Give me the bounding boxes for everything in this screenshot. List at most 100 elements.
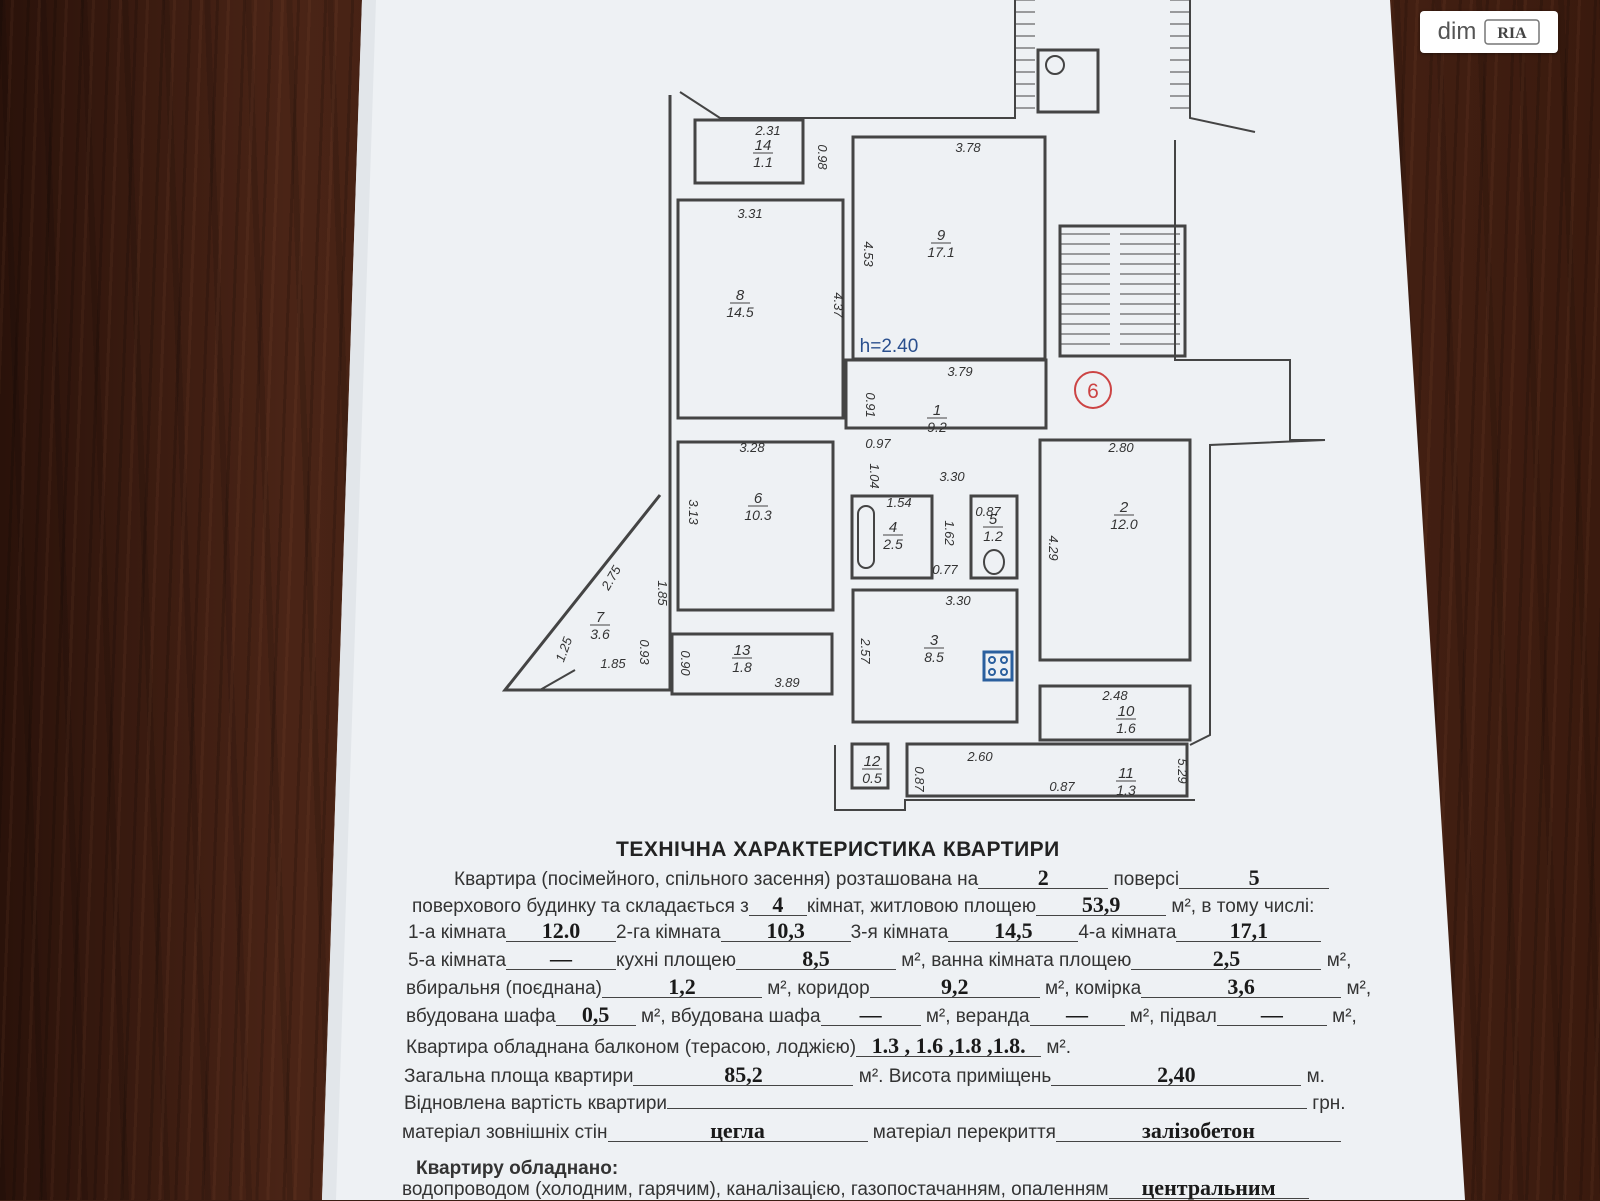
form-label: вбудована шафа — [406, 1006, 556, 1027]
room-area: 17.1 — [927, 244, 954, 260]
form-label: поверхового будинку та складається з — [412, 896, 749, 917]
room-number: 7 — [596, 609, 605, 626]
dimension-label: 3.79 — [947, 364, 972, 379]
dimension-label: 3.78 — [955, 140, 981, 155]
stair-number: 6 — [1087, 380, 1099, 403]
room-number: 10 — [1118, 703, 1135, 720]
form-value: 1.3 , 1.6 ,1.8 ,1.8. — [856, 1035, 1042, 1057]
dimension-label: 0.87 — [1049, 779, 1075, 794]
room-number: 8 — [736, 287, 745, 304]
dimension-label: 0.77 — [932, 562, 958, 577]
form-value — [667, 1108, 1307, 1109]
form-label: м², вбудована шафа — [635, 1006, 821, 1027]
dimension-label: 0.87 — [975, 504, 1001, 519]
watermark-badge: RIA — [1498, 25, 1528, 42]
form-label: м², веранда — [920, 1006, 1030, 1027]
room-area: 1.2 — [983, 528, 1003, 544]
room-area: 1.6 — [1116, 720, 1136, 736]
form-row: Квартира (посімейного, спільного засення… — [454, 867, 1330, 891]
room-number: 9 — [937, 227, 946, 244]
dimension-label: 3.89 — [774, 675, 799, 690]
form-label: водопроводом (холодним, гарячим), каналі… — [402, 1179, 1109, 1200]
dimension-label: 3.31 — [737, 206, 762, 221]
form-row: водопроводом (холодним, гарячим), каналі… — [402, 1177, 1309, 1201]
form-label: м², в тому числі: — [1166, 896, 1315, 917]
room-area: 3.6 — [590, 626, 610, 642]
form-value: залізобетон — [1055, 1120, 1341, 1142]
dimension-label: 1.04 — [867, 463, 882, 488]
form-label: 5-а кімната — [408, 950, 507, 971]
form-label: м², ванна кімната площею — [895, 950, 1132, 971]
form-value: 2 — [978, 867, 1109, 889]
form-value: 85,2 — [633, 1064, 854, 1086]
form-value: — — [1216, 1004, 1327, 1026]
dimension-label: 2.48 — [1101, 688, 1128, 703]
form-value: цегла — [607, 1120, 868, 1142]
form-row: Квартиру обладнано: — [416, 1158, 618, 1180]
form-label: м². — [1041, 1037, 1072, 1058]
dimension-label: 0.91 — [863, 392, 878, 417]
dim-ria-watermark: dim RIA — [1420, 11, 1558, 53]
dimension-label: 0.97 — [865, 436, 891, 451]
dimension-label: 2.57 — [858, 637, 873, 664]
dimension-label: 2.60 — [966, 749, 993, 764]
ceiling-height-label: h=2.40 — [860, 336, 919, 357]
dimension-label: 4.37 — [831, 292, 846, 318]
room-area: 1.1 — [753, 154, 772, 170]
room-area: 10.3 — [744, 507, 771, 523]
form-label: поверсі — [1108, 869, 1180, 890]
form-label: матеріал перекриття — [867, 1122, 1056, 1143]
form-value: 2,40 — [1051, 1064, 1302, 1086]
form-label: 3-я кімната — [850, 922, 949, 943]
room-number: 3 — [930, 632, 939, 649]
dimension-label: 1.54 — [886, 495, 911, 510]
form-label: м², — [1341, 978, 1372, 999]
dimension-label: 1.85 — [655, 580, 670, 606]
room-area: 12.0 — [1110, 516, 1137, 532]
form-value: 2,5 — [1131, 948, 1322, 970]
form-label: м. — [1301, 1066, 1325, 1087]
room-area: 2.5 — [882, 536, 903, 552]
room-area: 14.5 — [726, 304, 753, 320]
form-label: кімнат, житловою площею — [806, 896, 1037, 917]
form-label: Квартиру обладнано: — [416, 1158, 619, 1179]
dimension-label: 4.53 — [861, 241, 876, 267]
room-area: 1.8 — [732, 659, 752, 675]
form-label: м², комірка — [1039, 978, 1142, 999]
room-number: 2 — [1119, 499, 1129, 516]
form-value: 53,9 — [1036, 894, 1167, 916]
form-label: м², — [1326, 1006, 1357, 1027]
dimension-label: 5.29 — [1175, 758, 1190, 783]
dimension-label: 0.98 — [815, 144, 830, 170]
form-row: Відновлена вартість квартири грн. — [404, 1093, 1346, 1115]
room-number: 14 — [755, 137, 772, 154]
form-value: 1,2 — [601, 976, 762, 998]
form-label: 2-га кімната — [616, 922, 721, 943]
dimension-label: 1.62 — [942, 520, 957, 546]
form-label: м², коридор — [761, 978, 870, 999]
dimension-label: 0.93 — [637, 639, 652, 665]
form-value: центральним — [1108, 1177, 1309, 1199]
ria-logo-icon: RIA — [1484, 19, 1541, 45]
form-value: 17,1 — [1176, 920, 1322, 942]
dimension-label: 3.28 — [739, 440, 765, 455]
form-value: 0,5 — [555, 1004, 636, 1026]
dimension-label: 2.31 — [754, 123, 780, 138]
room-area: 0.5 — [862, 770, 882, 786]
form-label: кухні площею — [616, 950, 736, 971]
form-label: грн. — [1307, 1093, 1346, 1114]
form-value: — — [506, 948, 617, 970]
room-number: 4 — [889, 519, 897, 536]
form-label: Відновлена вартість квартири — [404, 1093, 667, 1114]
form-label: м², — [1321, 950, 1352, 971]
room-number: 5 — [989, 511, 998, 528]
dimension-label: 3.30 — [939, 469, 965, 484]
form-value: 5 — [1179, 867, 1330, 889]
form-label: вбиральня (поєднана) — [406, 978, 602, 999]
